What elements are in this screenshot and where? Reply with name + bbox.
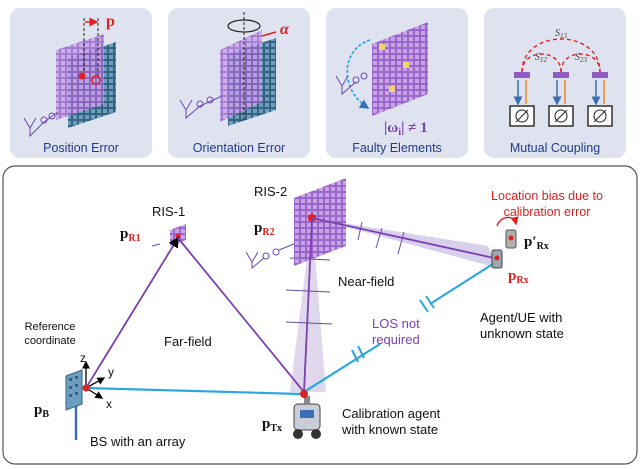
- los-label-line1: LOS not: [372, 316, 420, 331]
- bs-array-icon: [65, 369, 83, 440]
- ref-label-line1: Reference: [25, 321, 76, 333]
- faulty-element: [389, 86, 395, 92]
- rx-point-label: pRx: [508, 268, 529, 286]
- bs-caption: BS with an array: [90, 434, 186, 449]
- los-blocked-mark-2: [419, 295, 435, 313]
- panel-mutual-coupling: S13 S12 S23 Mutual Coupling: [484, 8, 626, 158]
- axis-y-label: y: [108, 365, 114, 379]
- coupling-s23: S23: [575, 52, 588, 64]
- near-field-label: Near-field: [338, 274, 394, 289]
- ris2-tx-link: [303, 219, 313, 393]
- coupling-s13: S13: [555, 28, 568, 40]
- faulty-element: [403, 62, 409, 68]
- los-label-line2: required: [372, 332, 420, 347]
- orientation-error-symbol: α: [280, 21, 290, 38]
- element-1: [509, 72, 535, 127]
- tx-center-dot: [300, 390, 308, 398]
- los-blocked-mark: [351, 345, 365, 363]
- bs-origin-dot: [82, 384, 90, 392]
- scene-frame: [2, 165, 638, 465]
- tx-los-link: [303, 343, 381, 393]
- actual-center-circle: [91, 75, 101, 85]
- agent-label-line2: unknown state: [480, 326, 564, 341]
- panel-label-mutual-coupling: Mutual Coupling: [510, 141, 600, 155]
- coupling-s12: S12: [535, 52, 548, 64]
- ris2-surface: [294, 178, 346, 266]
- panel-label-orientation-error: Orientation Error: [193, 141, 285, 155]
- bs-ris1-link: [85, 236, 179, 389]
- faulty-element: [379, 44, 385, 50]
- ris1-title: RIS-1: [152, 204, 185, 219]
- panel-faulty-elements: |ωi| ≠ 1 Faulty Elements: [326, 8, 468, 158]
- axis-x-label: x: [106, 397, 112, 411]
- rx-los-link: [429, 261, 497, 305]
- ris-surface: [372, 22, 428, 116]
- tx-point-label: pTx: [262, 416, 282, 434]
- bs-tx-link: [85, 386, 303, 396]
- faulty-arrow: [346, 39, 371, 109]
- cal-label-line2: with known state: [341, 422, 438, 437]
- faulty-formula: |ωi| ≠ 1: [384, 120, 428, 138]
- panel-label-faulty-elements: Faulty Elements: [352, 141, 442, 155]
- antenna-icon: [23, 111, 59, 138]
- bs-point-label: pB: [34, 402, 49, 420]
- cal-label-line1: Calibration agent: [342, 406, 441, 421]
- antenna-icon: [179, 95, 223, 120]
- far-field-label: Far-field: [164, 334, 212, 349]
- element-3: [587, 72, 613, 127]
- element-2: [548, 72, 574, 127]
- ref-label-line2: coordinate: [24, 335, 75, 347]
- axis-z-label: z: [80, 351, 86, 365]
- rx-agent-icon: [491, 229, 517, 269]
- ris2-point-label: pR2: [254, 220, 275, 238]
- bias-text-line2: calibration error: [504, 205, 591, 219]
- reference-axes: [82, 360, 106, 399]
- near-field-beam: [312, 218, 498, 268]
- tx-robot-icon: [293, 396, 321, 439]
- ris1-point-label: pR1: [120, 226, 141, 244]
- ris1-tx-link: [177, 237, 305, 393]
- panel-label-position-error: Position Error: [43, 141, 119, 155]
- ris1-center-dot: [175, 233, 181, 239]
- agent-label-line1: Agent/UE with: [480, 310, 562, 325]
- ris1-antenna-icon: [151, 243, 161, 247]
- ris2-title: RIS-2: [254, 184, 287, 199]
- panel-position-error: p Position Error: [10, 8, 152, 158]
- rx-biased-label: p′Rx: [524, 234, 549, 252]
- antenna-icon: [335, 72, 368, 96]
- ris-nominal-surface: [220, 30, 262, 122]
- panel-orientation-error: α Orientation Error: [168, 8, 310, 158]
- ris2-antenna-icon: [245, 243, 295, 270]
- bias-text-line1: Location bias due to: [491, 189, 603, 203]
- ris2-rx-link: [311, 217, 495, 259]
- position-error-symbol: p: [106, 13, 115, 30]
- rotation-arrow-icon: [227, 19, 261, 33]
- nominal-center-dot: [78, 72, 86, 80]
